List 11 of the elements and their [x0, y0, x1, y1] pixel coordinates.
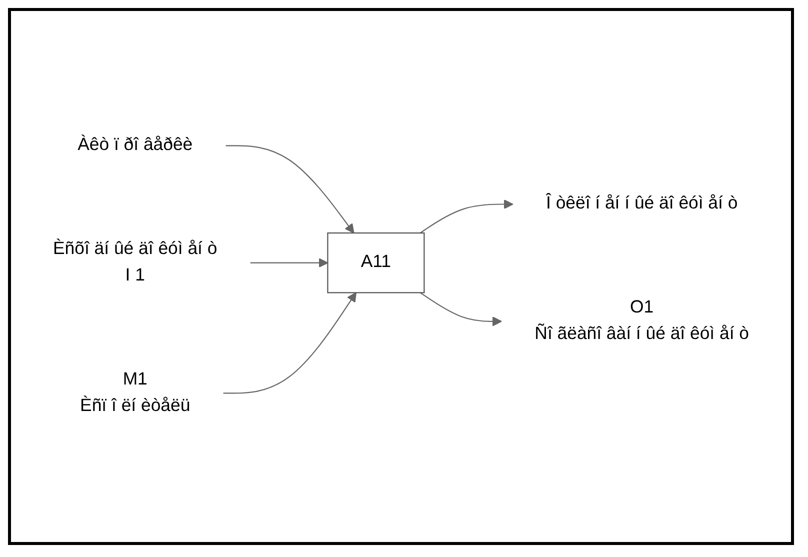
arrow	[420, 200, 514, 234]
arrow	[226, 146, 354, 234]
node-text: O1 Ñî ãëàñî âàí í ûé äî êóì åí ò	[534, 298, 749, 344]
node-text: Î òêëî í åí í ûé äî êóì åí ò	[546, 194, 738, 214]
arrow	[420, 292, 502, 327]
node-text: Àêò ï ðî âåðêè	[78, 136, 193, 155]
node-box: A11	[327, 232, 425, 294]
node-text: M1 Èñï î ëí èòåëü	[80, 370, 190, 416]
node-text: Èñõî äí ûé äî êóì åí ò I 1	[53, 240, 218, 286]
arrow	[223, 292, 356, 394]
arrow	[250, 258, 328, 268]
